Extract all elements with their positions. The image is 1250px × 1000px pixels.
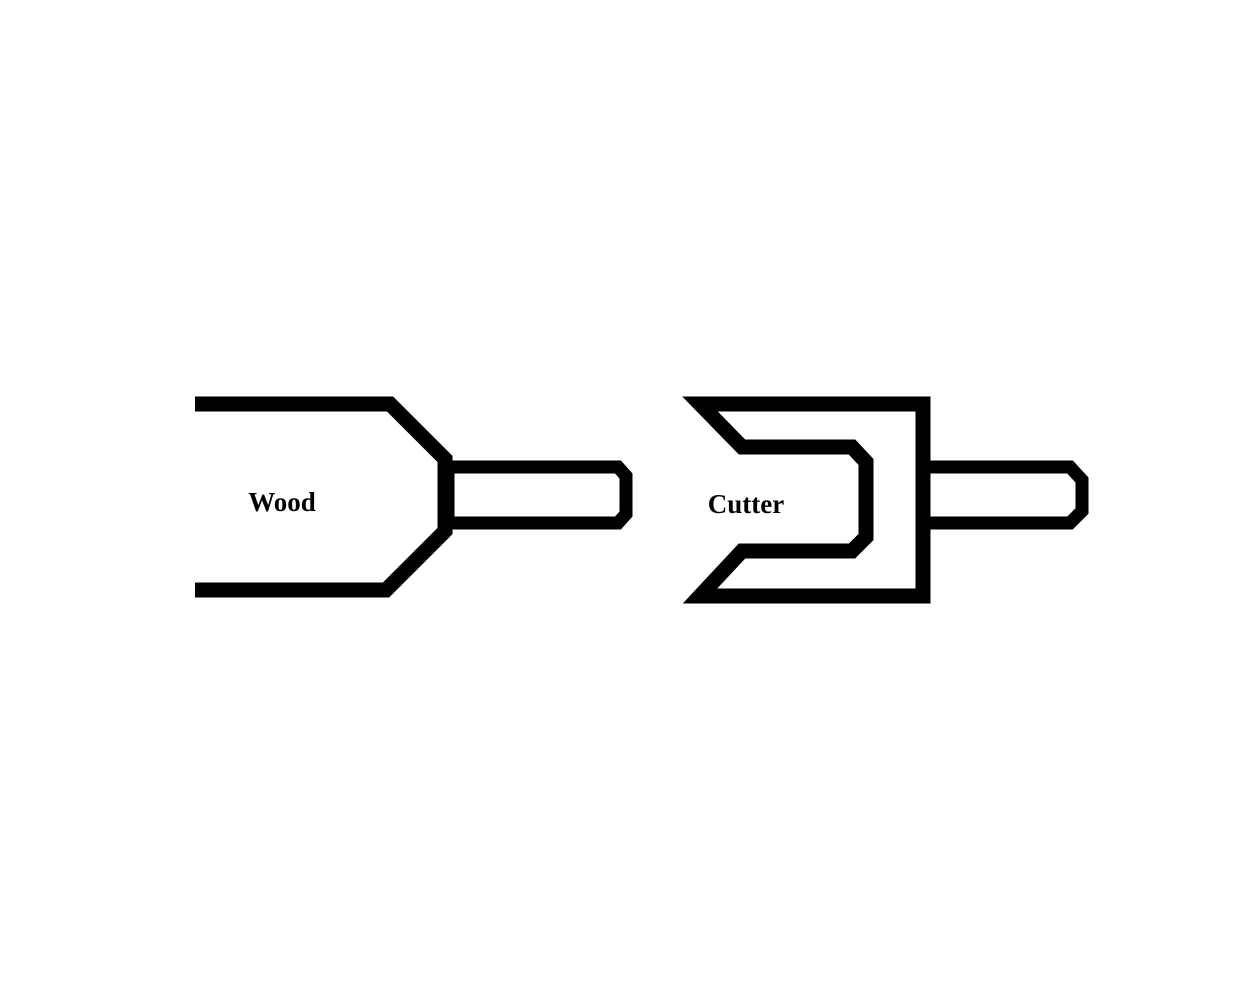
cutter-outline — [682, 396, 931, 604]
cutter-label: Cutter — [708, 489, 784, 519]
wood-piece: Wood — [195, 396, 633, 598]
wood-tenon — [441, 460, 633, 530]
cutter-shank — [929, 460, 1089, 530]
wood-outline — [195, 396, 453, 598]
cutter-piece: Cutter — [682, 396, 1089, 604]
wood-label: Wood — [248, 487, 316, 517]
